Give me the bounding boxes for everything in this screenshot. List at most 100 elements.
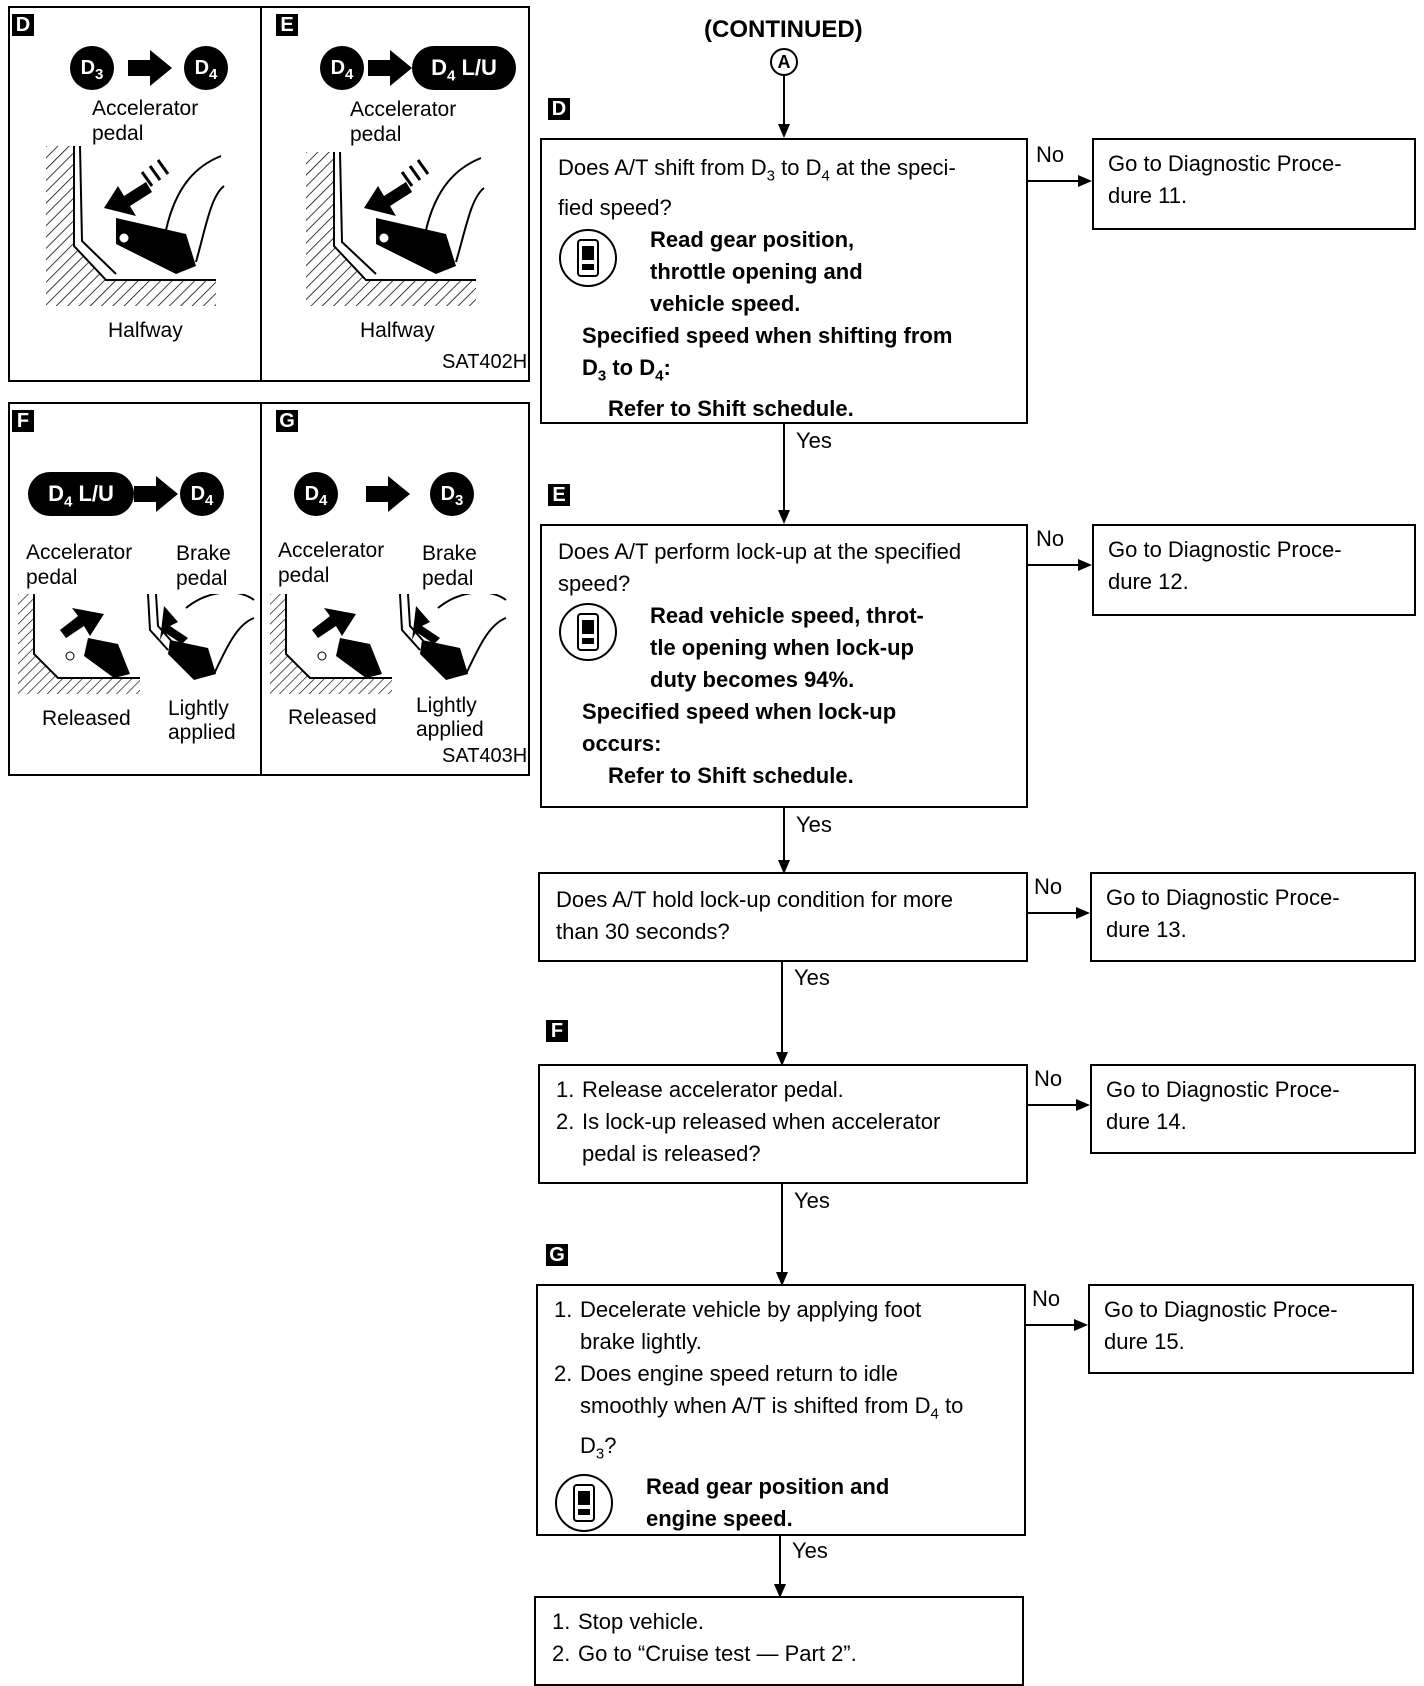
panel-divider xyxy=(260,402,262,776)
flow-line xyxy=(1028,912,1076,914)
gear-d4-badge: D4 xyxy=(294,472,338,516)
illustration-panel-de xyxy=(8,6,530,382)
gear-d4-badge: D4 xyxy=(184,46,228,90)
flow-line xyxy=(1028,564,1078,566)
pedal-label: pedal xyxy=(26,566,78,589)
yes-label: Yes xyxy=(794,965,830,990)
flow-line xyxy=(1026,1324,1074,1326)
figure-code: SAT402H xyxy=(442,351,528,373)
flow-line xyxy=(781,1184,783,1274)
question-text: Does A/T perform lock-up at the specifie… xyxy=(558,539,962,564)
arrow-down-icon xyxy=(778,124,790,138)
yes-label: Yes xyxy=(792,1538,828,1563)
question-text: speed? xyxy=(558,571,631,596)
arrow-down-icon xyxy=(778,510,790,524)
goto-procedure-13[interactable]: Go to Diagnostic Proce- dure 13. xyxy=(1090,872,1416,962)
pedals-illustration xyxy=(270,594,507,694)
panel-divider xyxy=(260,6,262,382)
accelerator-label: Accelerator xyxy=(26,541,133,564)
step-tag-d: D xyxy=(548,98,570,120)
brake-label: Brake xyxy=(176,542,231,565)
continued-heading: (CONTINUED) xyxy=(704,16,863,43)
arrow-right-icon xyxy=(134,476,178,512)
goto-procedure-11[interactable]: Go to Diagnostic Proce- dure 11. xyxy=(1092,138,1416,230)
arrow-right-icon xyxy=(1076,1099,1090,1111)
gear-d4-badge: D4 xyxy=(320,46,364,90)
brake-pedal-label: pedal xyxy=(176,567,228,590)
step-tag-g: G xyxy=(546,1244,568,1266)
gear-d4-badge: D4 xyxy=(180,472,224,516)
step-tag-f: F xyxy=(546,1020,568,1042)
consult-tester-icon xyxy=(555,1473,613,1532)
accelerator-pedal-illustration xyxy=(306,152,485,306)
final-step-box: 1.Stop vehicle. 2.Go to “Cruise test — P… xyxy=(534,1596,1024,1686)
question-box-lockup-hold: Does A/T hold lock-up condition for more… xyxy=(538,872,1028,962)
pedal-label: pedal xyxy=(278,564,330,587)
accelerator-label: Accelerator xyxy=(350,98,457,121)
brake-label: Brake xyxy=(422,542,477,565)
goto-procedure-15[interactable]: Go to Diagnostic Proce- dure 15. xyxy=(1088,1284,1414,1374)
flow-line xyxy=(1028,1104,1076,1106)
released-label: Released xyxy=(288,706,377,729)
no-label: No xyxy=(1034,874,1063,899)
accelerator-pedal-illustration xyxy=(46,146,225,306)
arrow-down-icon xyxy=(778,860,790,874)
yes-label: Yes xyxy=(796,812,832,837)
released-label: Released xyxy=(42,707,131,730)
question-box-d: Does A/T shift from D3 to D4 at the spec… xyxy=(540,138,1028,424)
gear-d4-lockup-badge: D4 L/U xyxy=(28,472,134,516)
panel-tag-f: F xyxy=(12,410,34,432)
no-label: No xyxy=(1032,1286,1061,1311)
brake-pedal-label: pedal xyxy=(422,567,474,590)
flow-line xyxy=(783,76,785,124)
lightly-label: Lightly xyxy=(168,697,229,720)
arrow-down-icon xyxy=(776,1272,788,1286)
halfway-label: Halfway xyxy=(360,319,435,342)
flow-line xyxy=(781,962,783,1054)
no-label: No xyxy=(1034,1066,1063,1091)
panel-tag-d: D xyxy=(12,14,34,36)
arrow-right-icon xyxy=(1078,559,1092,571)
arrow-down-icon xyxy=(774,1584,786,1598)
pedal-label: pedal xyxy=(350,123,402,146)
gear-d4-lockup-badge: D4 L/U xyxy=(412,46,516,90)
panel-tag-g: G xyxy=(276,410,298,432)
question-box-f: 1.Release accelerator pedal. 2.Is lock-u… xyxy=(538,1064,1028,1184)
yes-label: Yes xyxy=(796,428,832,453)
figure-code: SAT403H xyxy=(442,745,528,767)
flow-line xyxy=(1028,180,1078,182)
applied-label: applied xyxy=(168,721,236,744)
question-box-e: Does A/T perform lock-up at the specifie… xyxy=(540,524,1028,808)
applied-label: applied xyxy=(416,718,484,741)
connector-a-icon: A xyxy=(770,48,798,76)
flow-line xyxy=(783,424,785,510)
no-label: No xyxy=(1036,142,1065,167)
yes-label: Yes xyxy=(794,1188,830,1213)
question-text: than 30 seconds? xyxy=(556,919,730,944)
arrow-right-icon xyxy=(1078,175,1092,187)
gear-d3-badge: D3 xyxy=(70,46,114,90)
consult-tester-icon xyxy=(559,229,617,288)
accelerator-label: Accelerator xyxy=(92,97,199,120)
question-box-g: 1.Decelerate vehicle by applying foot br… xyxy=(536,1284,1026,1536)
goto-procedure-12[interactable]: Go to Diagnostic Proce- dure 12. xyxy=(1092,524,1416,616)
flow-line xyxy=(783,808,785,862)
arrow-right-icon xyxy=(1076,907,1090,919)
illustration-panel-fg xyxy=(8,402,530,776)
question-text: Does A/T shift from D3 to D4 at the spec… xyxy=(558,155,956,185)
pedals-illustration xyxy=(18,594,255,694)
flow-line xyxy=(779,1536,781,1586)
lightly-label: Lightly xyxy=(416,694,477,717)
gear-d3-badge: D3 xyxy=(430,472,474,516)
question-text: fied speed? xyxy=(558,195,672,221)
goto-procedure-14[interactable]: Go to Diagnostic Proce- dure 14. xyxy=(1090,1064,1416,1154)
pedal-label: pedal xyxy=(92,122,144,145)
arrow-right-icon xyxy=(366,476,410,512)
halfway-label: Halfway xyxy=(108,319,183,342)
question-text: Does A/T hold lock-up condition for more xyxy=(556,887,954,912)
panel-tag-e: E xyxy=(276,14,298,36)
step-tag-e: E xyxy=(548,484,570,506)
no-label: No xyxy=(1036,526,1065,551)
consult-tester-icon xyxy=(559,603,617,661)
arrow-right-icon xyxy=(1074,1319,1088,1331)
